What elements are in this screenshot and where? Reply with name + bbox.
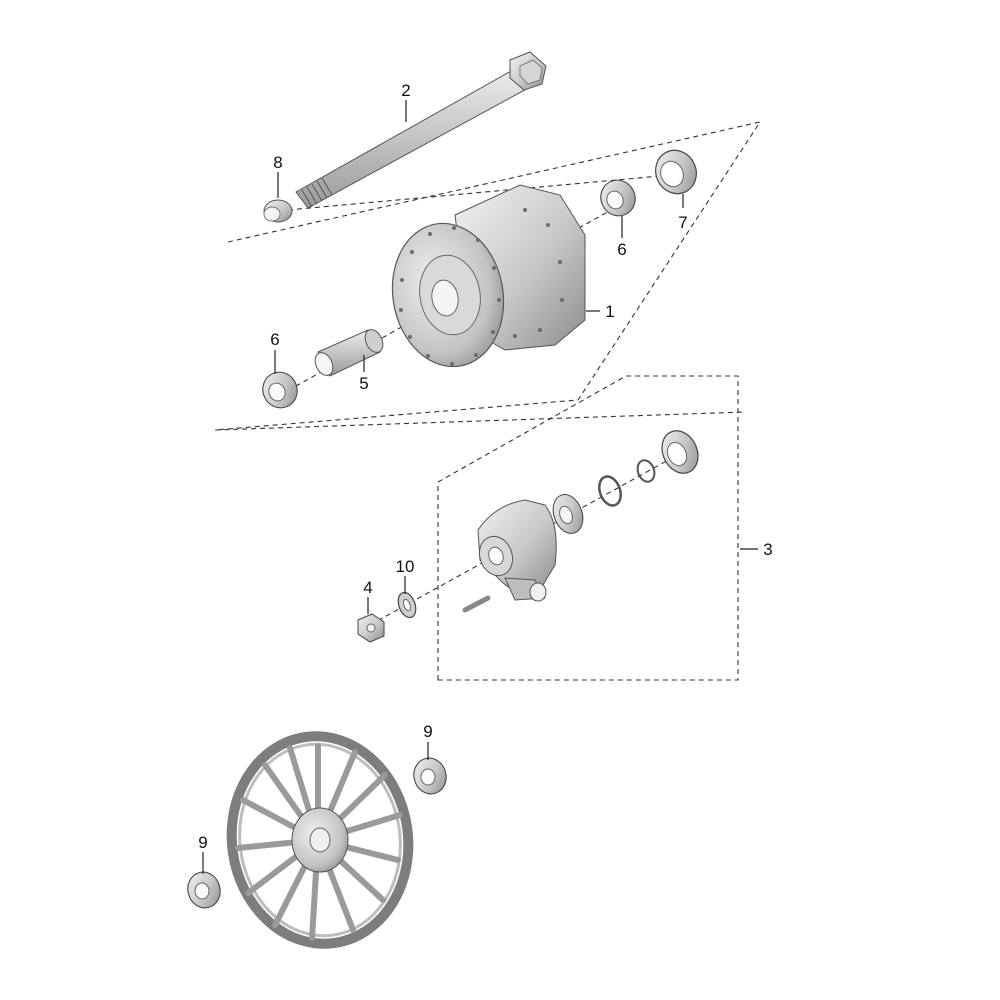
drive-seal: [661, 430, 699, 474]
callout-3: 3: [763, 540, 772, 559]
callout-labels: 2 8 7 6 1 6 5 3 10 4 9 9: [198, 81, 772, 852]
callout-6-upper: 6: [617, 240, 626, 259]
callout-9-left: 9: [198, 833, 207, 852]
drive-gear: [552, 494, 584, 534]
callout-6-lower: 6: [270, 330, 279, 349]
wheel-hub: [391, 184, 586, 368]
speedometer-drive-outline: [437, 375, 739, 681]
snap-ring: [636, 459, 656, 483]
wheel-bearing-left: [187, 871, 221, 909]
callout-2: 2: [401, 81, 410, 100]
upper-assembly-outline: [214, 121, 762, 431]
axle: [295, 51, 547, 209]
seal-ring: [655, 149, 697, 195]
complete-wheel: [226, 731, 414, 949]
bearing-lower: [262, 371, 298, 409]
bearing-upper: [600, 179, 636, 217]
spacer-tube: [314, 329, 384, 377]
wheel-bearing-right: [413, 757, 447, 795]
axle-nut: [357, 613, 385, 643]
speedometer-drive-housing: [477, 499, 557, 602]
flat-washer: [598, 475, 622, 507]
washer: [397, 591, 417, 619]
collar-nut: [263, 199, 293, 223]
callout-4: 4: [363, 578, 372, 597]
callout-1: 1: [605, 302, 614, 321]
axle-thread: [301, 177, 333, 208]
callout-8: 8: [273, 153, 282, 172]
hub-bolt-holes: [399, 208, 564, 366]
leader-lines: [202, 100, 758, 874]
callout-9-right: 9: [423, 722, 432, 741]
drive-pin: [462, 595, 491, 613]
callout-5: 5: [359, 374, 368, 393]
callout-7: 7: [678, 213, 687, 232]
callout-10: 10: [396, 557, 415, 576]
